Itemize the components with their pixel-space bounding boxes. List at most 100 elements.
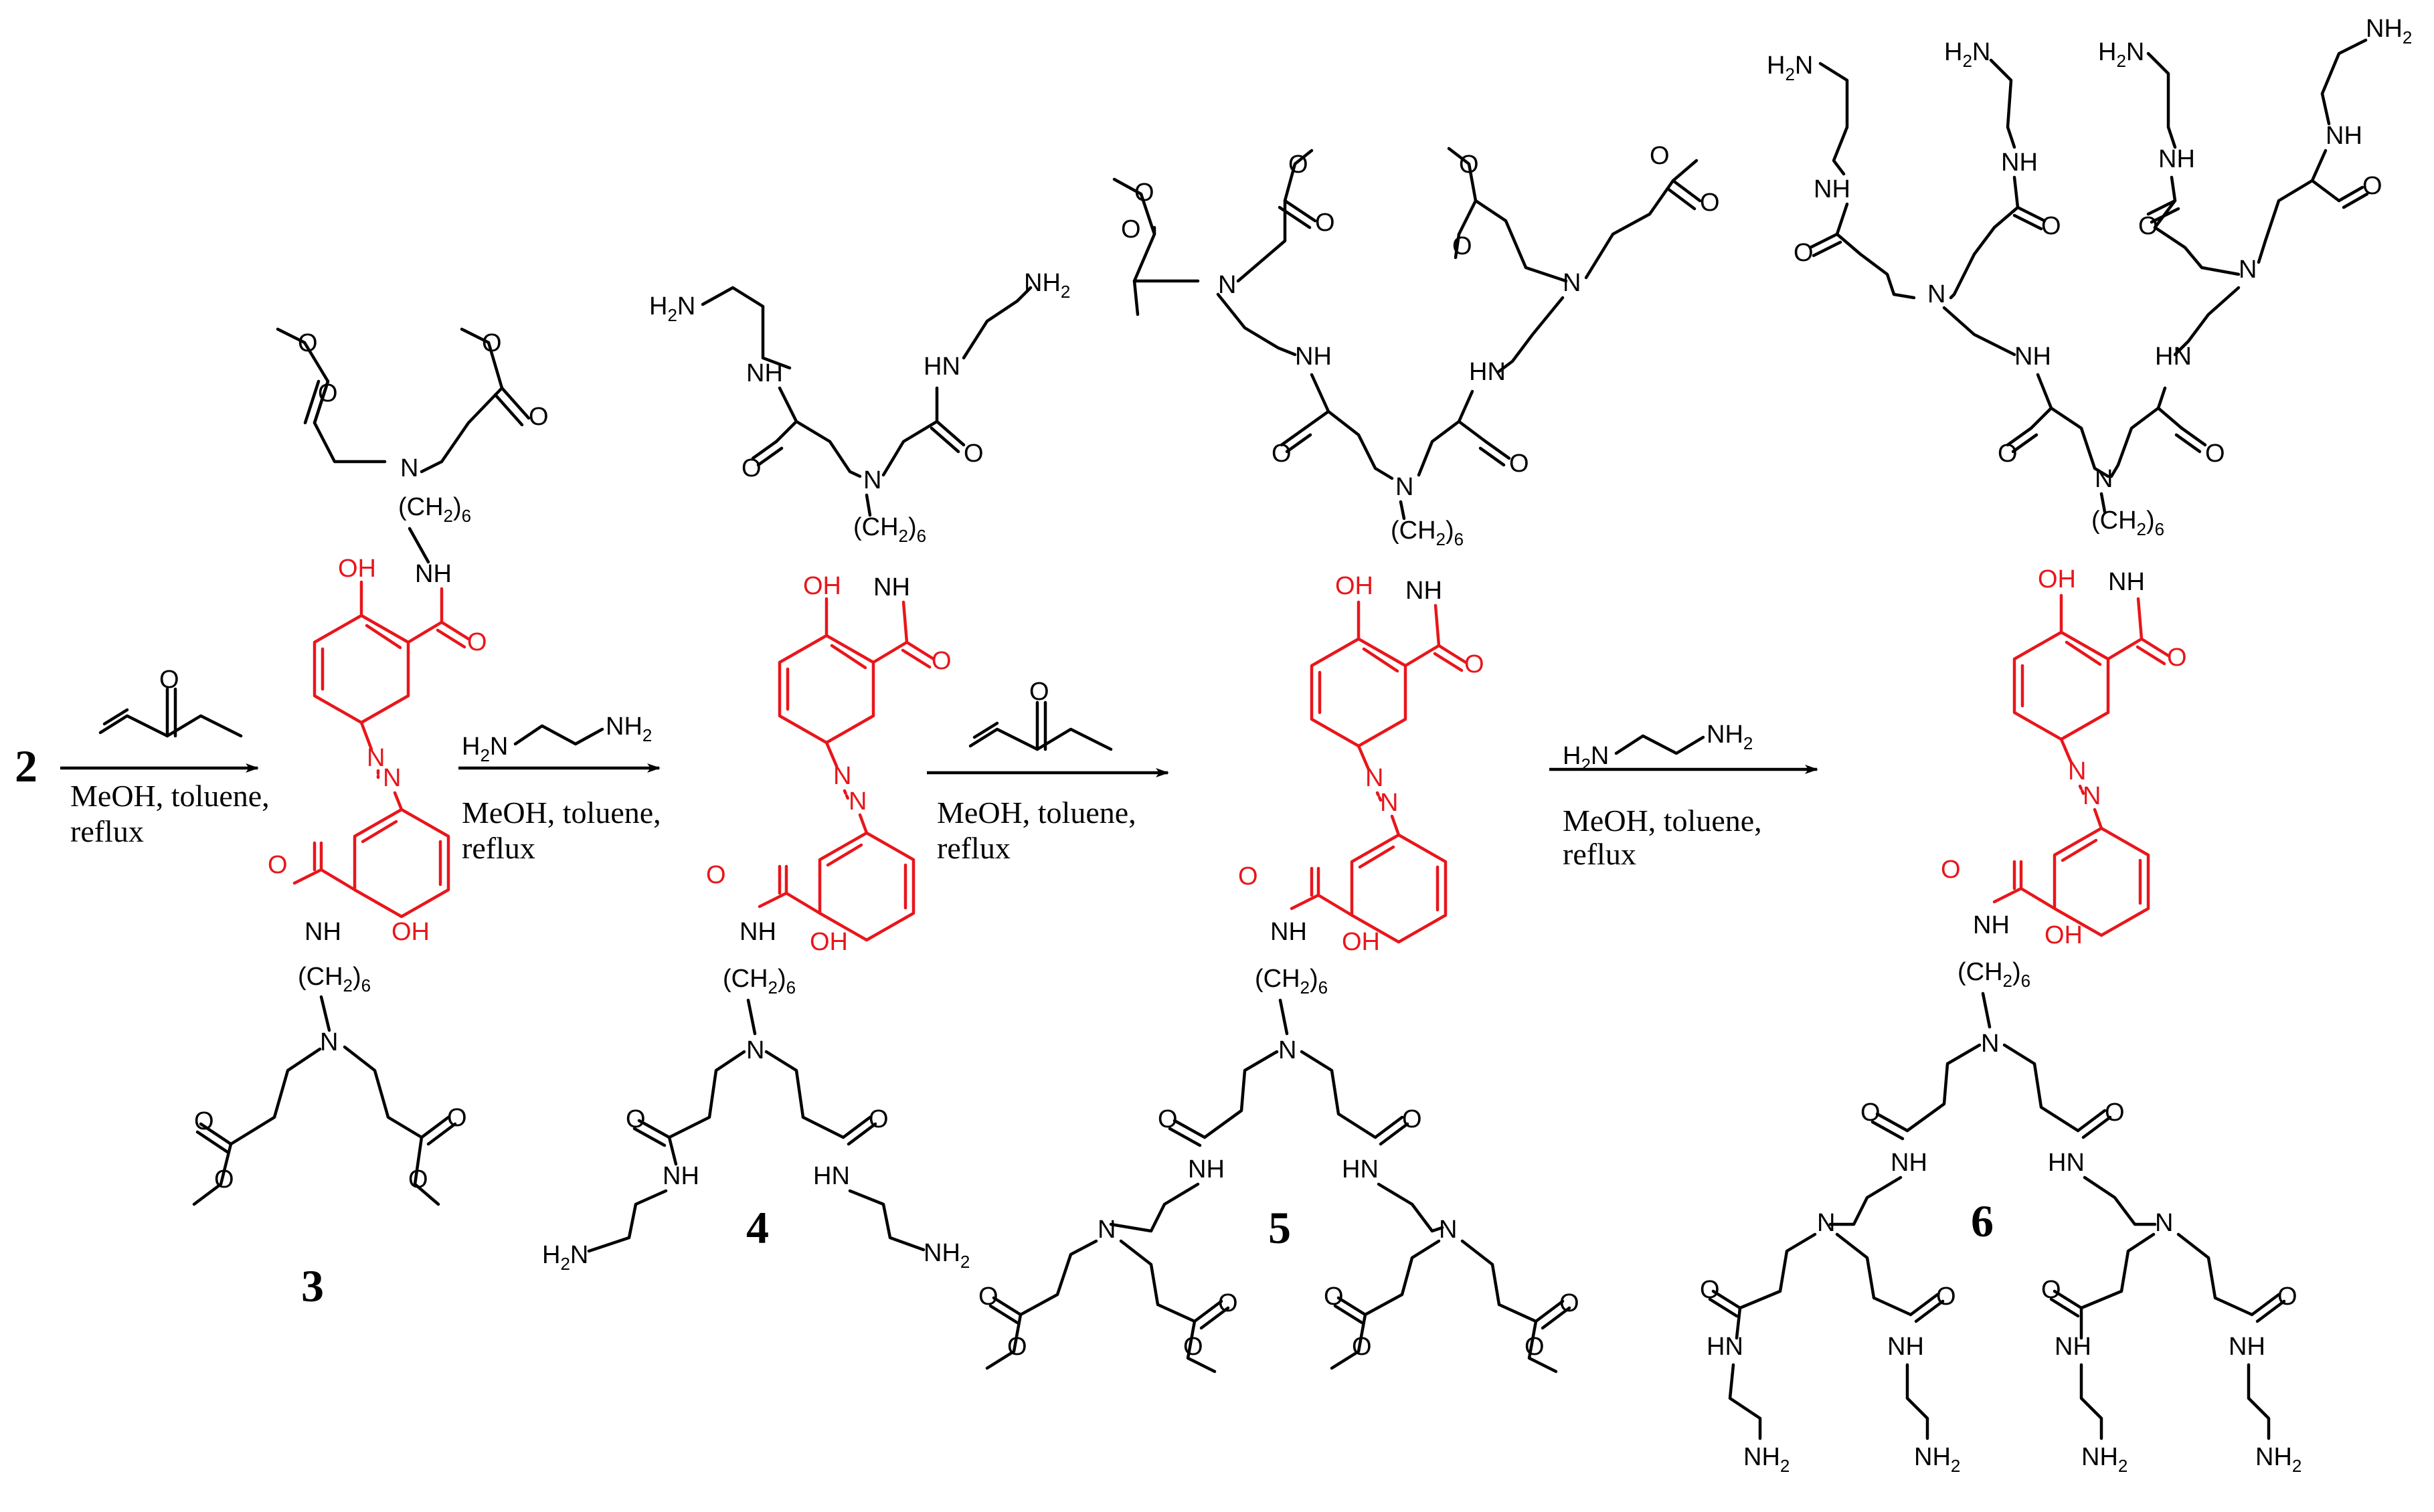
svg-text:O: O [1218,1289,1238,1317]
svg-text:NH2: NH2 [2081,1443,2127,1476]
svg-text:NH: NH [2229,1333,2265,1361]
svg-text:O: O [2041,212,2061,240]
svg-text:NH2: NH2 [924,1239,970,1272]
c5-azo-core: OH O N N O OH [1238,572,1484,956]
svg-text:OH: OH [392,918,430,946]
svg-text:O: O [2105,1099,2125,1127]
svg-text:N: N [1380,789,1398,817]
svg-text:NH: NH [1891,1149,1927,1177]
svg-text:N: N [320,1028,338,1056]
svg-text:OH: OH [810,928,848,956]
svg-text:NH: NH [305,918,341,946]
svg-text:O: O [159,666,179,694]
eda-h2n-1: H2N [462,733,508,765]
svg-text:NH2: NH2 [2366,15,2412,48]
svg-text:O: O [706,861,726,889]
c3-azo-core: OH O N N O OH [268,555,487,946]
svg-text:O: O [1700,189,1720,217]
svg-text:O: O [932,647,952,675]
svg-text:N: N [863,466,881,494]
svg-text:NH: NH [2001,149,2038,177]
svg-text:(CH2)6: (CH2)6 [853,513,926,546]
compound-3: O O O O N (CH2)6 NH OH O N N [192,327,549,1311]
svg-text:O: O [318,379,338,407]
svg-text:O: O [1509,450,1529,478]
svg-text:(CH2)6: (CH2)6 [298,963,371,996]
step4: H2N NH2 MeOH, toluene, reflux [1549,721,1818,871]
svg-text:N: N [2239,256,2257,284]
svg-text:NH: NH [2108,568,2145,596]
svg-text:N: N [1439,1216,1457,1244]
svg-text:HN: HN [2155,343,2192,371]
svg-text:(CH2)6: (CH2)6 [1255,965,1328,998]
svg-text:H2N: H2N [542,1241,588,1274]
svg-text:(CH2)6: (CH2)6 [2091,506,2164,539]
svg-text:N: N [1927,280,1945,308]
svg-text:O: O [529,403,549,431]
svg-text:N: N [1218,271,1236,299]
svg-text:O: O [1029,678,1049,706]
svg-text:O: O [1288,151,1308,179]
svg-text:O: O [447,1104,467,1132]
svg-text:NH2: NH2 [2255,1443,2301,1476]
eda-nh2-1: NH2 [606,713,652,745]
svg-text:N: N [1563,269,1581,297]
svg-text:O: O [1464,650,1484,678]
svg-text:O: O [1007,1333,1027,1361]
svg-text:O: O [978,1283,998,1311]
svg-text:N: N [1365,764,1383,792]
svg-text:HN: HN [1469,358,1506,386]
svg-text:OH: OH [1342,928,1380,956]
svg-text:N: N [1278,1036,1296,1064]
svg-text:NH: NH [1295,343,1332,371]
svg-text:O: O [1700,1276,1720,1304]
svg-text:O: O [2362,172,2382,200]
conditions-2-line1: MeOH, toluene, [462,795,661,830]
compound-5: O O O O N NH O O O N O O HN O N (CH2)6 [978,142,1720,1374]
svg-text:O: O [214,1165,234,1194]
svg-text:H2N: H2N [2098,38,2144,71]
step1: MeOH, toluene, reflux O [60,666,270,848]
c3-top-n: N [400,454,418,482]
svg-text:N: N [2083,782,2101,810]
svg-text:O: O [1650,142,1670,170]
svg-text:NH: NH [663,1162,699,1190]
svg-text:(CH2)6: (CH2)6 [1958,958,2030,991]
svg-text:OH: OH [2045,921,2083,949]
svg-text:HN: HN [813,1162,850,1190]
c3-top-ch2: (CH2)6 [398,493,471,526]
conditions-1-line1: MeOH, toluene, [70,779,270,813]
svg-text:O: O [2205,440,2225,468]
svg-text:NH: NH [415,560,452,588]
svg-text:H2N: H2N [1767,52,1813,84]
svg-text:N: N [367,744,385,772]
svg-text:O: O [1941,856,1961,884]
svg-text:O: O [1525,1333,1545,1361]
svg-text:N: N [1817,1209,1835,1237]
svg-text:NH: NH [1887,1333,1924,1361]
svg-text:O: O [1452,232,1472,260]
c6-azo-core: OH O N N O OH [1941,565,2187,949]
svg-text:O: O [1238,862,1258,890]
svg-text:(CH2)6: (CH2)6 [723,965,796,998]
svg-text:O: O [1794,239,1814,267]
conditions-3-line2: reflux [937,831,1011,865]
svg-text:O: O [964,440,984,468]
svg-text:NH: NH [1814,175,1850,203]
svg-text:O: O [626,1105,646,1133]
svg-text:NH: NH [1270,918,1307,946]
svg-text:NH2: NH2 [1914,1443,1960,1476]
compound-2-label: 2 [15,741,37,791]
svg-text:O: O [1459,151,1479,179]
conditions-3-line1: MeOH, toluene, [937,795,1136,830]
svg-text:H2N: H2N [1944,38,1990,71]
svg-text:NH: NH [2014,343,2051,371]
svg-text:O: O [1352,1333,1372,1361]
svg-text:N: N [1395,473,1413,501]
compound-6: H2N NH O N H2N NH O NH O H2N NH O N NH2 [1700,15,2412,1476]
svg-text:NH: NH [1405,577,1442,605]
c4-azo-core: OH O N N O OH [706,572,952,956]
svg-text:NH: NH [740,918,776,946]
svg-text:O: O [408,1165,428,1194]
